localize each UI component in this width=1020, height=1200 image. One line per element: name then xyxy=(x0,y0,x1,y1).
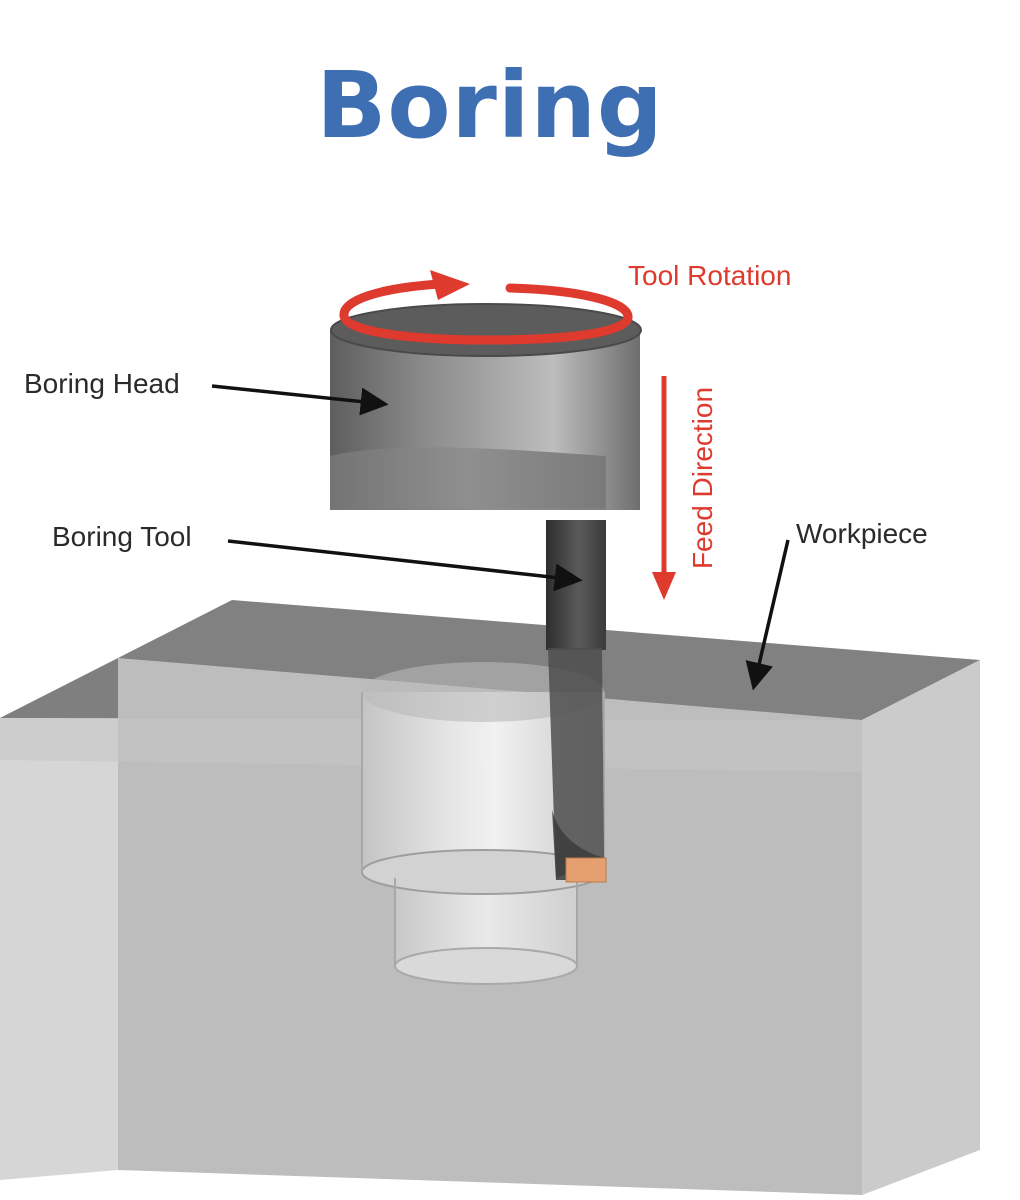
boring-head-collar xyxy=(330,446,606,508)
bore-lower-bottom xyxy=(394,947,578,985)
boring-tool xyxy=(546,520,607,883)
tool-shank-upper xyxy=(546,520,606,650)
diagram-title: Boring xyxy=(316,52,664,159)
tool-shank-lower xyxy=(548,648,604,878)
label-boring-head: Boring Head xyxy=(24,368,180,399)
boring-head-top xyxy=(331,304,641,356)
label-workpiece: Workpiece xyxy=(796,518,928,549)
workpiece-side-face xyxy=(862,660,980,1195)
label-boring-tool: Boring Tool xyxy=(52,521,192,552)
feed-direction-arrow xyxy=(652,376,676,600)
tool-rotation-arrow xyxy=(339,270,633,345)
bore-hole xyxy=(361,662,605,985)
boring-tool-leader xyxy=(227,539,583,592)
cutting-insert xyxy=(565,857,607,883)
workpiece-leader xyxy=(745,539,790,691)
label-feed-direction: Feed Direction xyxy=(687,386,718,570)
boring-head-body xyxy=(330,330,640,510)
bore-top-opening xyxy=(362,662,604,722)
workpiece-left-face xyxy=(0,658,118,1180)
boring-head xyxy=(330,303,642,510)
label-tool-rotation: Tool Rotation xyxy=(628,260,792,291)
boring-head-leader xyxy=(211,384,389,416)
